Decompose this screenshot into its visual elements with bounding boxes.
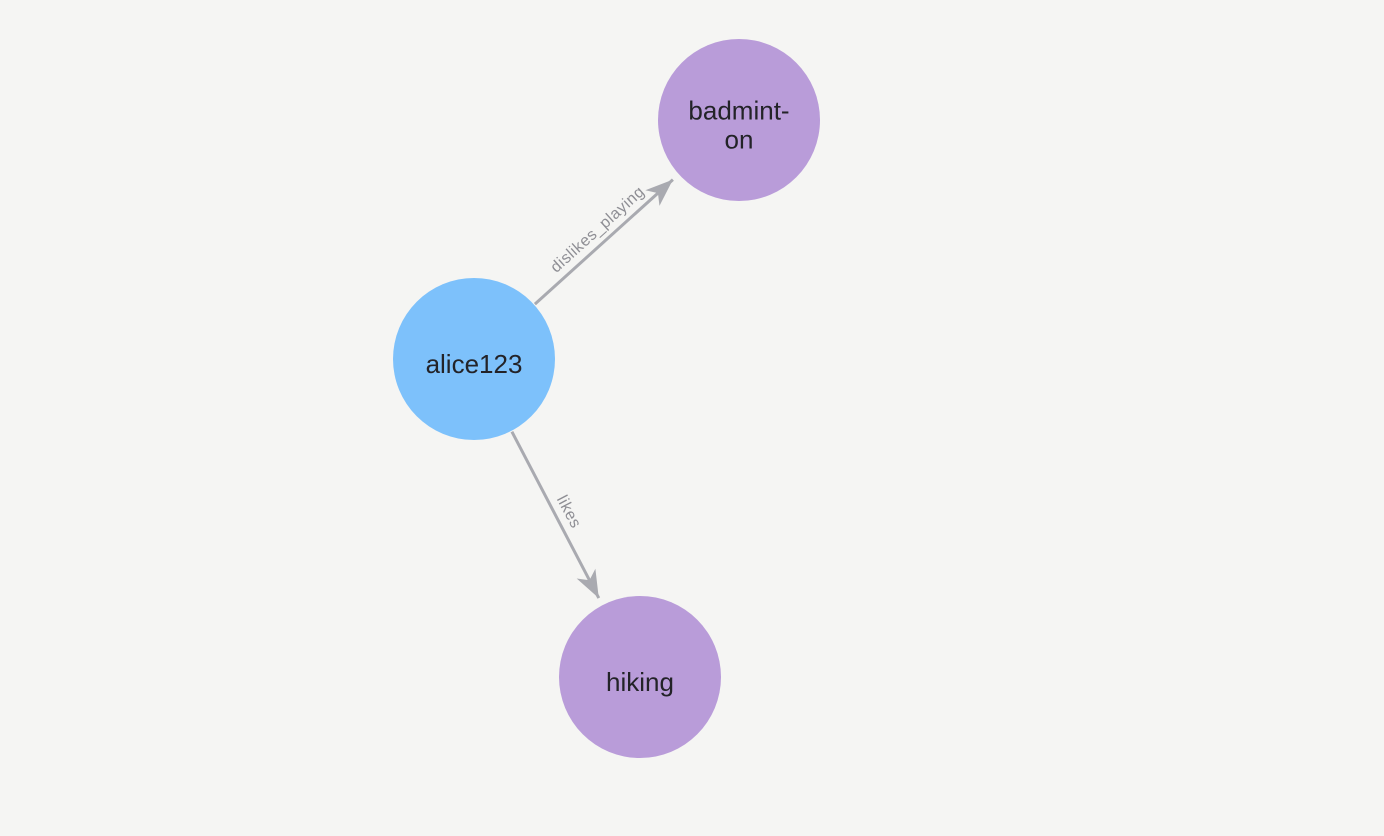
node-label-hiking: hiking: [606, 667, 674, 697]
edge-likes[interactable]: [510, 431, 601, 599]
node-label-badminton: badmint-on: [688, 96, 789, 155]
node-label-alice123: alice123: [426, 349, 523, 379]
edge-dislikes_playing[interactable]: [533, 178, 674, 306]
graph-node-badminton[interactable]: badmint-on: [658, 39, 820, 201]
graph-node-hiking[interactable]: hiking: [559, 596, 721, 758]
graph-node-alice123[interactable]: alice123: [393, 278, 555, 440]
node-layer: alice123 badmint-on hiking: [393, 39, 820, 758]
